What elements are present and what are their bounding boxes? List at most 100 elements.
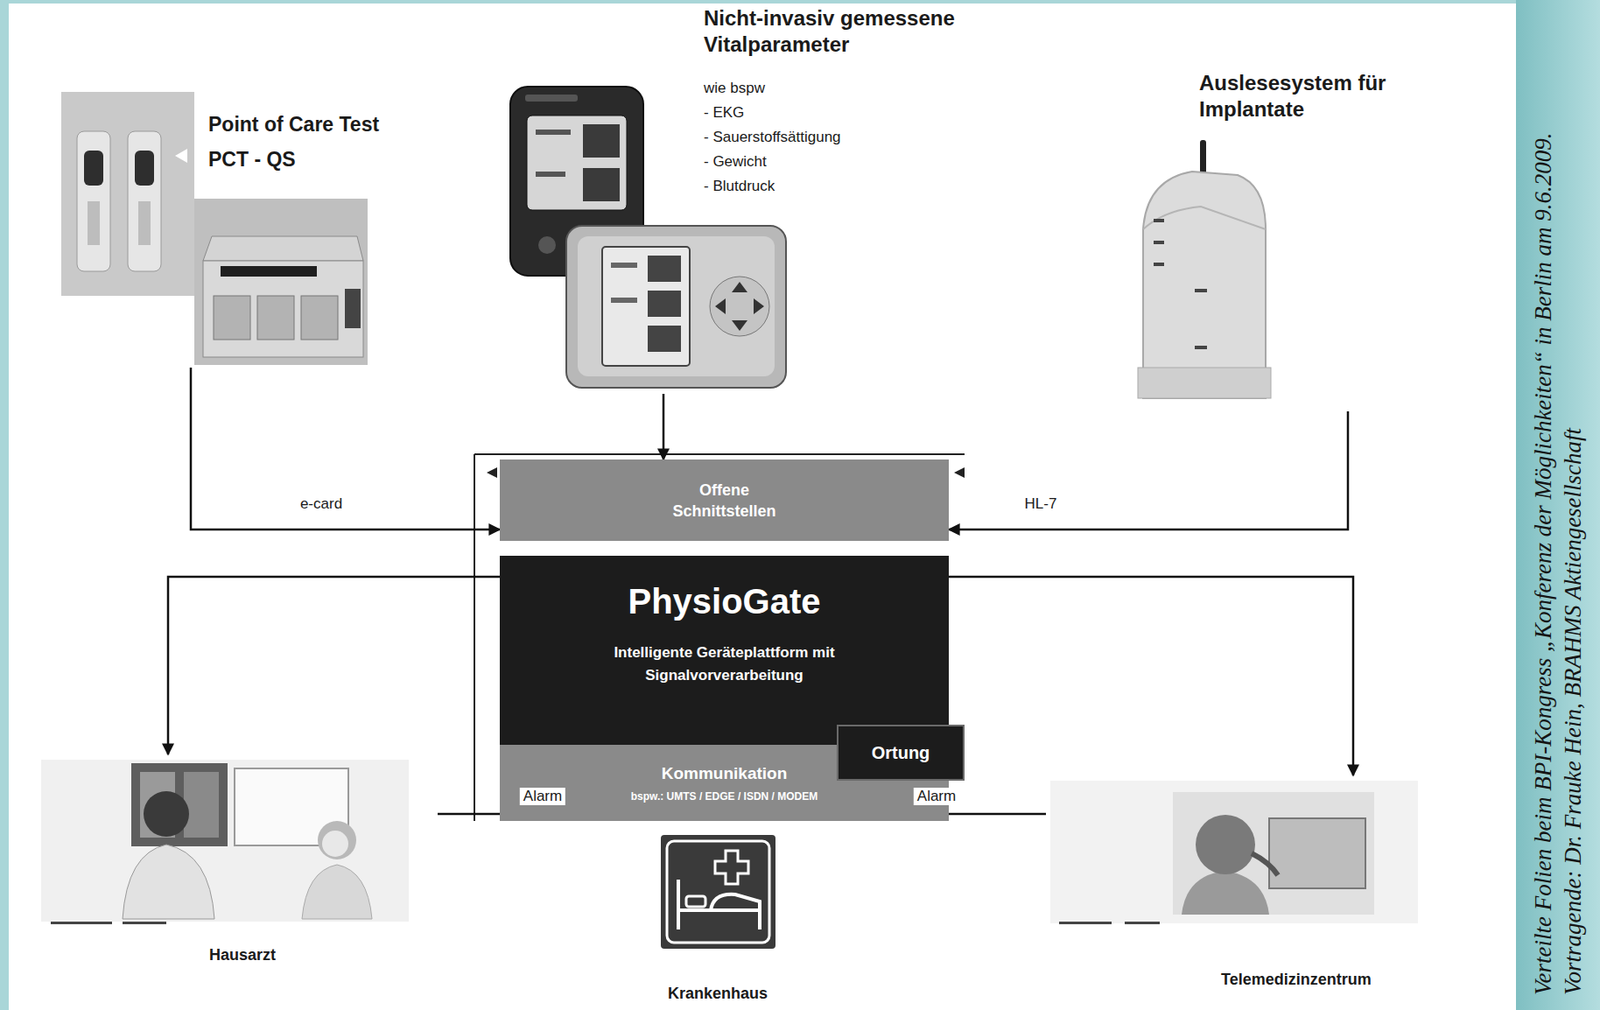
pulse-oximeter [526,115,627,211]
blood-pressure-monitor [602,246,690,366]
telemedicine-photo [1172,792,1375,915]
hospital-icon [666,841,770,943]
node-title: PhysioGate [627,580,821,623]
page-ground [1515,0,1600,1010]
doctor-photo [143,791,190,837]
implant-reader-group: Auslesesystem für Implantate [1129,61,1497,412]
doctor-photo [183,771,219,838]
doctor-photo [41,759,409,925]
label-slot: HL-7 [1021,495,1061,513]
hospital-icon [660,835,776,949]
connector-arrow [168,576,500,755]
hospital-icon [715,850,749,885]
hospital-icon [678,879,760,930]
node-text: wie bspw [703,78,765,99]
text-slot: Nicht-invasiv gemessene Vitalparameter [703,5,1063,58]
telemedicine-photo [1181,870,1270,915]
poc-test-group: Point of Care TestPCT - QS [43,87,394,368]
text-slot: - EKG [703,103,744,123]
blood-pressure-monitor [566,225,786,388]
test-cassette-photo [134,150,155,186]
poc-analyzer-photo [344,288,361,329]
poc-analyzer-photo [194,198,368,365]
blood-pressure-monitor [610,262,638,268]
side-note: Verteilte Folien beim BPI-Kongress „Konf… [1528,14,1588,996]
node-title: Point of Care Test [208,112,379,137]
poc-analyzer-photo [203,260,364,358]
page-ground [8,3,1516,1010]
text-slot: Point of Care Test [208,112,379,137]
connector-arrow [948,411,1348,530]
platform-frame [954,467,965,478]
node-text: - Gewicht [703,152,767,172]
poc-analyzer-photo [203,236,364,261]
test-cassette-photo [87,201,100,246]
connector-arrow [948,576,1354,776]
telemedicine-photo [1050,780,1418,924]
node-text: - Sauerstoffsättigung [703,127,842,148]
implant-reader-device [1153,262,1165,267]
node-title: Nicht-invasiv gemessene Vitalparameter [703,5,1063,58]
doctor-photo [41,759,409,922]
node-title: Ortung [871,742,931,764]
label-slot: Verteilte Folien beim BPI-Kongress „Konf… [1528,14,1588,996]
label-slot: e-card [296,495,346,513]
blood-pressure-monitor [647,255,681,282]
location-box: Ortung [836,724,965,781]
doctor-photo [131,763,228,847]
doctor-photo [122,844,215,920]
test-cassette-photo [175,148,188,163]
platform-frame [474,453,965,456]
pulse-oximeter [538,236,556,254]
implant-reader-device [1194,345,1208,350]
text-slot: wie bspw [703,78,765,99]
pulse-oximeter [535,171,566,177]
test-cassette-photo [77,131,111,272]
node-text: PCT - QS [208,147,296,172]
node-title: Auslesesystem für Implantate [1199,70,1462,123]
doctor-photo [317,821,357,860]
platform-core-box: PhysioGateIntelligente Geräteplattform m… [499,555,949,745]
hospital-group: Krankenhaus [638,831,800,1007]
blood-pressure-monitor [577,236,775,377]
pulse-oximeter [582,168,620,202]
gp-group: Hausarzt [35,754,438,1007]
implant-reader-device [1137,367,1271,399]
telemedicine-photo [1269,818,1366,889]
vital-parameters-group: Nicht-invasiv gemessene Vitalparameter wi… [507,3,1068,394]
node-title: Telemedizinzentrum [1221,969,1372,990]
text-slot: Krankenhaus [638,983,797,1004]
edge-label: Alarm [913,787,960,806]
poc-analyzer-photo [194,198,368,365]
poc-analyzer-photo [220,266,317,277]
pulse-oximeter [582,124,620,158]
blood-pressure-monitor [731,320,748,331]
node-title: Kommunikation [661,763,788,785]
telemedicine-group: Telemedizinzentrum [1045,775,1436,1007]
blood-pressure-monitor [715,298,726,315]
poc-analyzer-photo [257,295,295,340]
telemedicine-photo [1050,780,1418,925]
platform-frame [474,454,965,822]
platform-frame [486,467,498,478]
pulse-oximeter [535,129,571,135]
telemedicine-photo [1124,921,1160,925]
text-slot: Auslesesystem für Implantate [1199,70,1462,123]
implant-reader-device [1153,240,1165,245]
hospital-icon [686,896,706,907]
blood-pressure-monitor [647,290,681,317]
text-slot: - Sauerstoffsättigung [703,127,842,148]
doctor-photo [301,864,372,920]
implant-reader-device [1153,218,1165,223]
blood-pressure-monitor [709,276,770,337]
blood-pressure-monitor [731,281,748,293]
node-text: Intelligente Geräteplattform mit Signalv… [593,641,857,688]
node-text: - EKG [703,103,744,123]
test-cassette-photo [61,91,195,296]
implant-reader-device [1143,206,1266,230]
label-slot: Alarm [913,787,960,806]
text-slot: - Blutdruck [703,176,775,197]
text-slot: Hausarzt [209,945,276,965]
blood-pressure-monitor [647,325,681,352]
